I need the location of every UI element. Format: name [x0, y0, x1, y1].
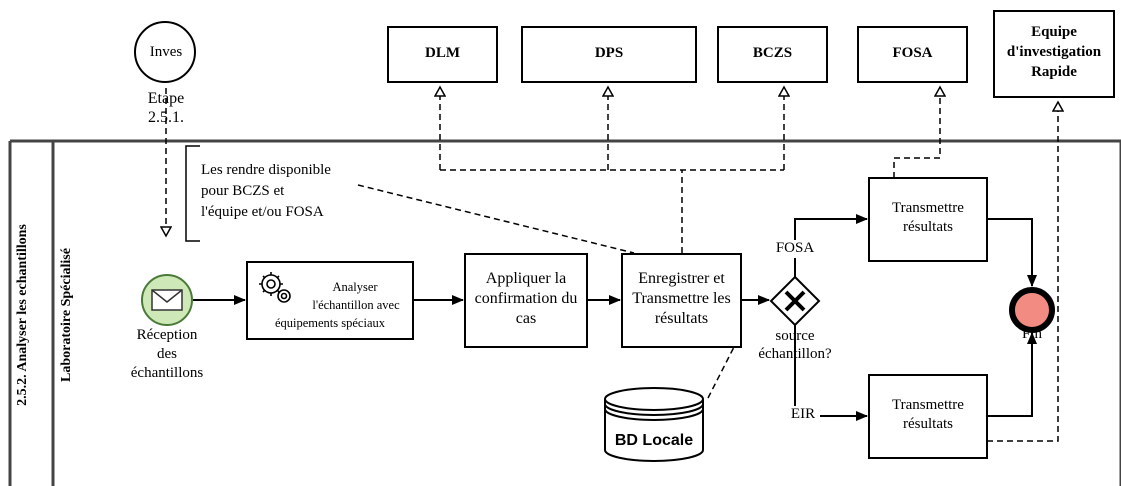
pool-label: 2.5.2. Analyser les echantillons — [15, 224, 30, 406]
participant-eir-label-1: Equipe — [1031, 24, 1077, 40]
gateway-label-2: échantillon? — [758, 346, 832, 362]
task-transmettre-fosa[interactable] — [868, 177, 988, 262]
annotation-bracket — [185, 145, 200, 242]
external-event-circle[interactable] — [134, 21, 196, 83]
participant-fosa-label: FOSA — [892, 45, 933, 61]
start-event-label-3: échantillons — [130, 365, 204, 381]
datastore-icon[interactable] — [604, 387, 704, 462]
task-appliquer-label-3: cas — [515, 310, 537, 327]
task-enregistrer[interactable] — [621, 253, 742, 348]
gateway-branch-fosa: FOSA — [770, 240, 820, 258]
gear-icon — [259, 272, 291, 303]
external-event-label: Inves — [149, 44, 183, 60]
participant-eir-label-3: Rapide — [1031, 64, 1077, 80]
gateway-branch-eir: EIR — [786, 406, 820, 424]
start-event-label-2: des — [157, 346, 177, 362]
annotation-text-3: l'équipe et/ou FOSA — [201, 204, 324, 220]
participant-fosa[interactable] — [857, 26, 968, 83]
envelope-icon — [151, 289, 183, 311]
task-appliquer-label-1: Appliquer la — [485, 270, 567, 287]
task-enregistrer-label-1: Enregistrer et — [638, 270, 725, 287]
participant-bczs-label: BCZS — [752, 45, 793, 61]
task-enregistrer-label-2: Transmettre les — [632, 290, 731, 307]
task-analyser-label-1: Analyser — [332, 280, 378, 294]
task-appliquer[interactable] — [464, 253, 588, 348]
participant-eir-label-2: d'investigation — [1006, 44, 1102, 60]
task-transmettre-eir-label-1: Transmettre — [892, 397, 964, 413]
datastore-label: BD Locale — [614, 432, 694, 449]
participant-dlm[interactable] — [387, 26, 498, 83]
annotation-association — [357, 184, 635, 254]
participant-dlm-label: DLM — [425, 45, 460, 61]
task-transmettre-fosa-label-2: résultats — [903, 219, 953, 235]
task-appliquer-label-2: confirmation du — [474, 290, 578, 307]
gateway-label-1: source — [775, 328, 815, 344]
start-event-label-1: Réception — [136, 327, 198, 343]
participant-dps-label: DPS — [594, 45, 624, 61]
x-icon — [784, 290, 806, 312]
task-enregistrer-label-3: résultats — [654, 310, 709, 327]
datastore-association — [707, 346, 735, 399]
end-event[interactable] — [1009, 287, 1055, 333]
task-analyser[interactable] — [246, 261, 414, 340]
task-analyser-label-3: équipements spéciaux — [274, 316, 386, 330]
lane-label: Laboratoire Spécialisé — [59, 248, 74, 382]
end-event-label: Fin — [1021, 326, 1042, 342]
task-transmettre-eir-label-2: résultats — [903, 416, 953, 432]
participant-dps[interactable] — [521, 26, 697, 83]
annotation-text-1: Les rendre disponible — [201, 162, 331, 178]
message-flows-participants — [440, 87, 1058, 442]
participant-eir[interactable] — [993, 10, 1115, 98]
external-event-caption-2: 2.5.1. — [148, 109, 184, 126]
task-transmettre-eir[interactable] — [868, 374, 988, 459]
annotation-text-2: pour BCZS et — [201, 183, 285, 199]
pool-frame — [8, 139, 1121, 486]
external-event-caption-1: Etape — [147, 90, 185, 107]
participant-bczs[interactable] — [717, 26, 828, 83]
task-analyser-label-2: l'échantillon avec — [312, 298, 400, 312]
task-transmettre-fosa-label-1: Transmettre — [892, 200, 964, 216]
